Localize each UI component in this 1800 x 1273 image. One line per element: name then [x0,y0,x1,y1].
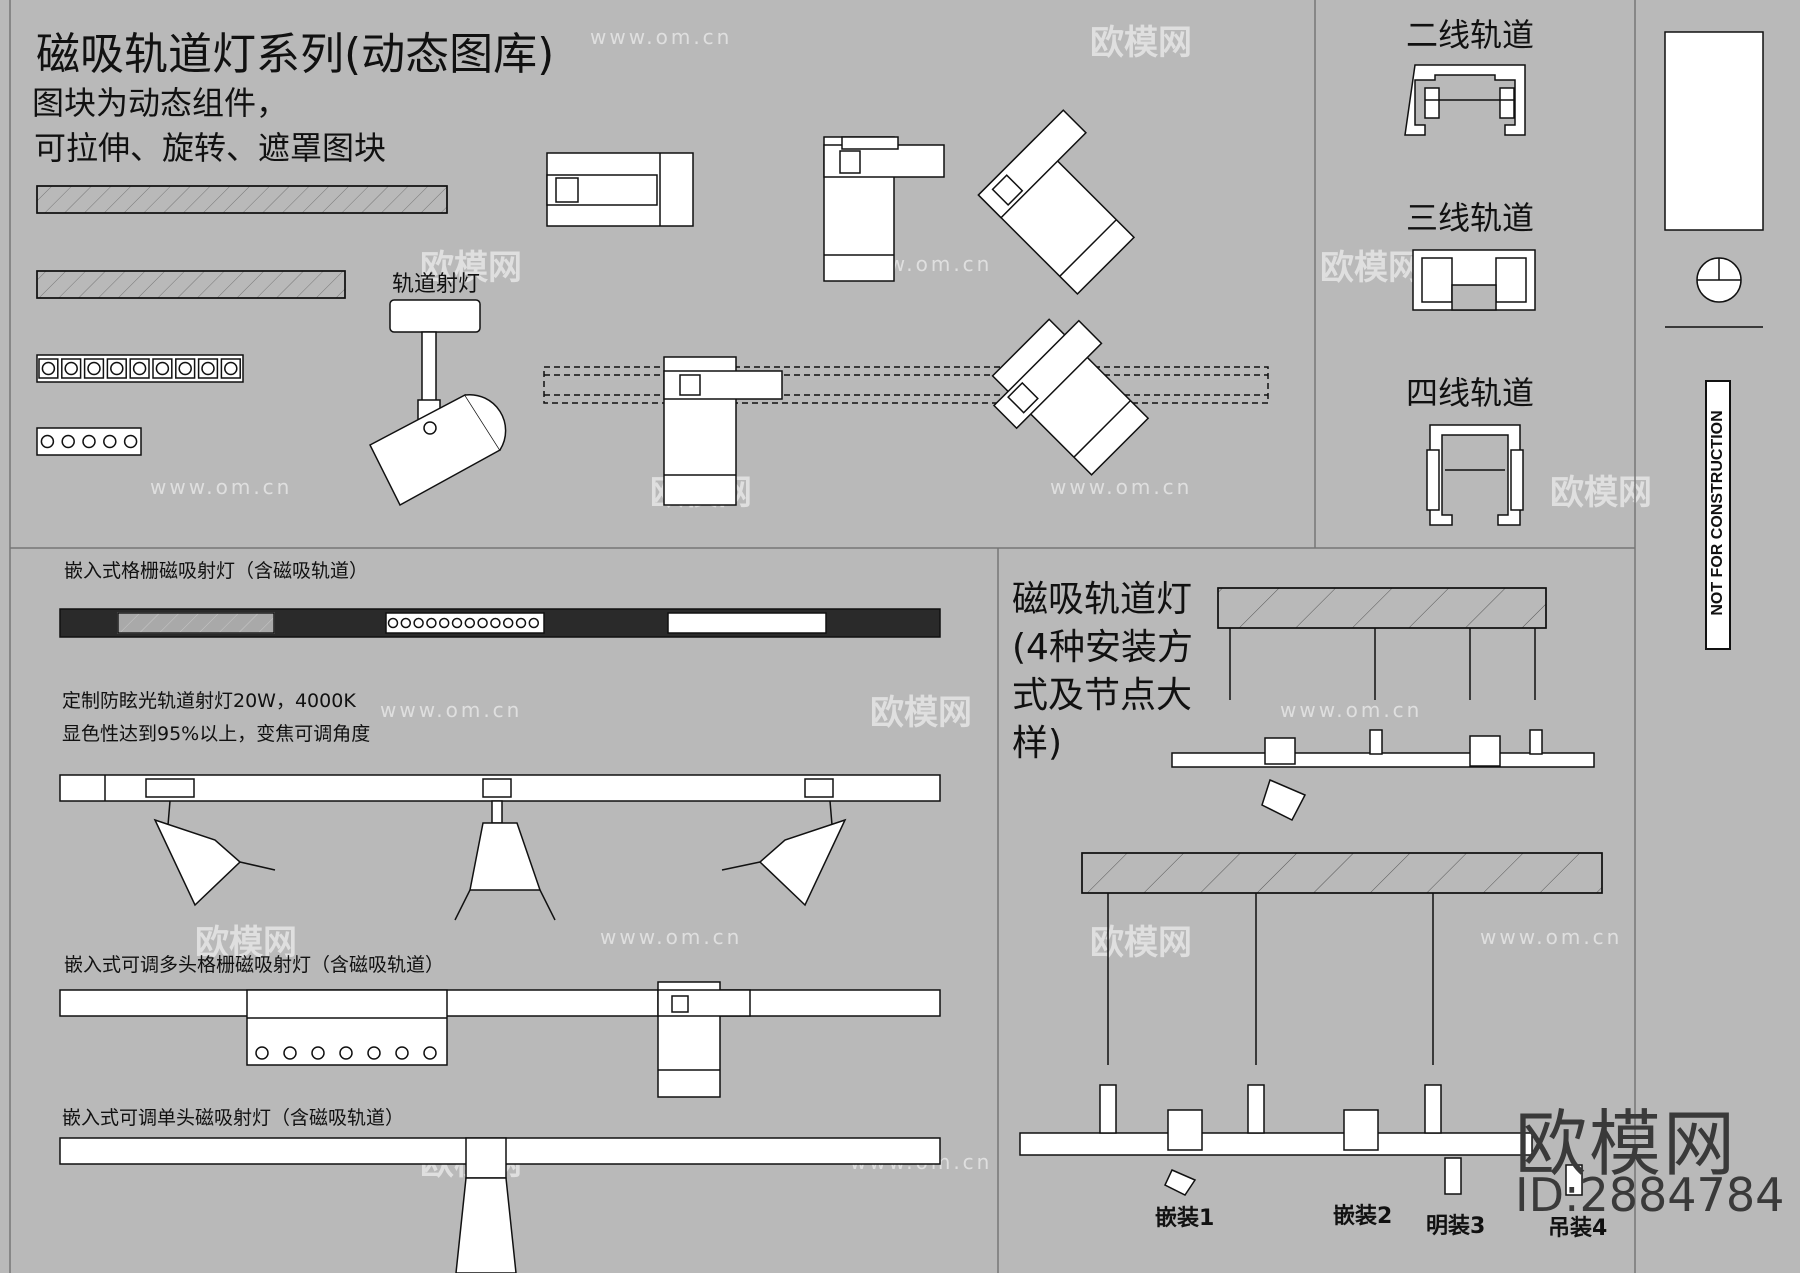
watermark-brand: 欧模网 [870,693,972,733]
grille-lens [451,617,463,629]
custom-spot-label-2: 显色性达到95%以上，变焦可调角度 [62,723,371,745]
grille-lens [515,617,527,629]
grille-lens [311,1046,325,1060]
mounted-spotlight-2 [991,318,1150,476]
grille-lens [490,617,501,629]
grille-light-short [36,427,142,456]
grille-lens [132,361,147,376]
multi-head-label: 嵌入式可调多头格栅磁吸射灯（含磁吸轨道） [64,954,445,976]
grille-lens [201,361,215,376]
install-section-upper [1171,587,1595,822]
watermark-url: www.om.cn [600,925,743,949]
subtitle-line-2: 可拉伸、旋转、遮罩图块 [34,129,387,167]
watermark-url: www.om.cn [590,25,733,49]
grille-lens [502,617,514,629]
spotlight-top-view-vertical [823,136,945,282]
watermark-brand: 欧模网 [195,923,297,963]
watermark-brand: 欧模网 [420,248,522,288]
four-wire-track-label: 四线轨道 [1406,374,1535,412]
title-block [1664,31,1764,328]
not-for-construction-stamp: NOT FOR CONSTRUCTION [1705,380,1731,650]
grille-lens [155,361,170,376]
watermark-url: www.om.cn [1280,698,1423,722]
four-wire-track-profile [1426,424,1524,526]
spotlight-top-view-horizontal [546,152,694,227]
install-label-1: 嵌装1 [1155,1206,1215,1231]
grille-lens [464,617,476,629]
watermark-brand: 欧模网 [1090,23,1192,63]
custom-spot-label-1: 定制防眩光轨道射灯20W，4000K [62,690,356,712]
grille-lens [423,1046,437,1060]
watermark-url: www.om.cn [380,698,523,722]
grille-lens [395,1046,409,1060]
grille-lens [255,1046,269,1060]
install-label-2: 嵌装2 [1333,1204,1393,1229]
install-label-4: 吊装4 [1548,1216,1608,1241]
grille-lens [61,434,75,449]
linear-light-long [36,185,448,214]
subtitle-line-1: 图块为动态组件， [32,84,289,122]
grille-lens [426,617,437,629]
watermark-brand: 欧模网 [1090,923,1192,963]
multi-head-grille-track [59,981,941,1098]
grille-lens [40,434,55,449]
recessed-grille-track [59,608,941,638]
watermark-url: www.om.cn [1050,475,1193,499]
three-wire-track-profile [1412,249,1536,311]
single-head-label: 嵌入式可调单头磁吸射灯（含磁吸轨道） [62,1107,405,1129]
two-wire-track-profile [1404,64,1526,136]
install-label-3: 明装3 [1426,1214,1486,1239]
custom-spot-track [59,774,941,921]
single-head-track [59,1137,941,1273]
grille-lens [123,434,138,449]
grille-lens [87,361,101,376]
grille-lens [64,361,78,376]
grille-lens [477,617,488,629]
watermark-url: www.om.cn [150,475,293,499]
grille-lens [400,617,412,629]
stamp-text: NOT FOR CONSTRUCTION [1709,410,1726,616]
watermark-url: www.om.cn [1480,925,1623,949]
three-wire-track-label: 三线轨道 [1406,199,1535,237]
grille-lens [339,1046,353,1060]
track-spotlight-side-view [369,299,507,507]
watermark-brand: 欧模网 [1320,248,1422,288]
grille-lens [413,617,424,629]
grille-lens [367,1046,381,1060]
grille-lens [82,434,96,449]
grille-lens [103,434,117,449]
page-title: 磁吸轨道灯系列(动态图库) [36,29,555,80]
install-section-title: 磁吸轨道灯(4种安装方式及节点大样) [1012,579,1193,764]
grille-lens [110,361,124,376]
two-wire-track-label: 二线轨道 [1406,16,1535,54]
track-dashed [543,366,1269,404]
recessed-grille-label: 嵌入式格栅磁吸射灯（含磁吸轨道） [64,560,369,582]
grille-lens [438,617,450,629]
grille-lens [283,1046,297,1060]
mounted-spotlight-1 [663,356,783,506]
brand-logo-text: 欧模网 [1515,1102,1738,1186]
install-section-lower [1019,852,1603,1196]
spotlight-label: 轨道射灯 [392,272,481,297]
grille-lens [41,361,56,376]
grille-lens [178,361,192,376]
grille-lens [528,617,540,629]
model-id: ID:2884784 [1515,1168,1785,1222]
linear-light-medium [36,270,346,299]
spotlight-top-view-rotated [977,109,1136,296]
panel-borders [9,0,1636,1273]
grille-lens [387,617,399,629]
grille-light-long [36,354,244,383]
grille-lens [224,361,238,376]
